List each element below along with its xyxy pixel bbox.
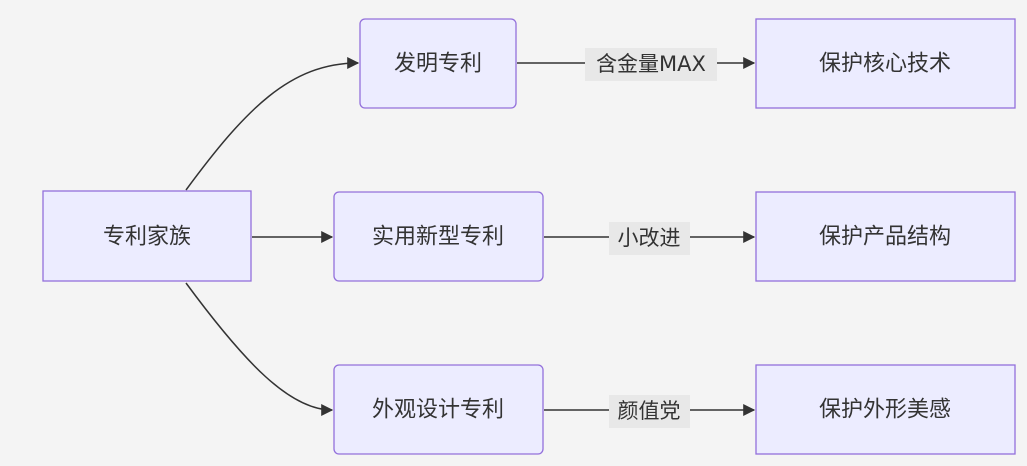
- node-label: 外观设计专利: [372, 398, 504, 423]
- node-patent-family: 专利家族: [42, 190, 252, 282]
- node-protect-product-structure: 保护产品结构: [755, 191, 1016, 282]
- node-label: 保护产品结构: [819, 225, 951, 250]
- node-label: 发明专利: [394, 52, 482, 77]
- edge-label-invention-to-core: 含金量MAX: [585, 48, 717, 81]
- node-label: 实用新型专利: [372, 225, 504, 250]
- edge-family-to-invention: [185, 57, 360, 191]
- node-label: 专利家族: [103, 225, 191, 250]
- node-design-patent: 外观设计专利: [333, 364, 544, 455]
- edge-family-to-design: [185, 282, 334, 416]
- node-protect-core-tech: 保护核心技术: [755, 18, 1016, 109]
- edge-label-text: 小改进: [618, 226, 681, 250]
- edge-label-text: 颜值党: [618, 399, 681, 423]
- node-utility-model-patent: 实用新型专利: [333, 191, 544, 282]
- edge-label-text: 含金量MAX: [596, 52, 706, 76]
- node-invention-patent: 发明专利: [359, 18, 517, 109]
- node-protect-appearance: 保护外形美感: [755, 364, 1016, 455]
- node-label: 保护外形美感: [819, 398, 951, 423]
- edge-label-design-to-appearance: 颜值党: [609, 395, 690, 428]
- node-label: 保护核心技术: [819, 52, 951, 77]
- edge-label-utility-to-structure: 小改进: [609, 222, 690, 255]
